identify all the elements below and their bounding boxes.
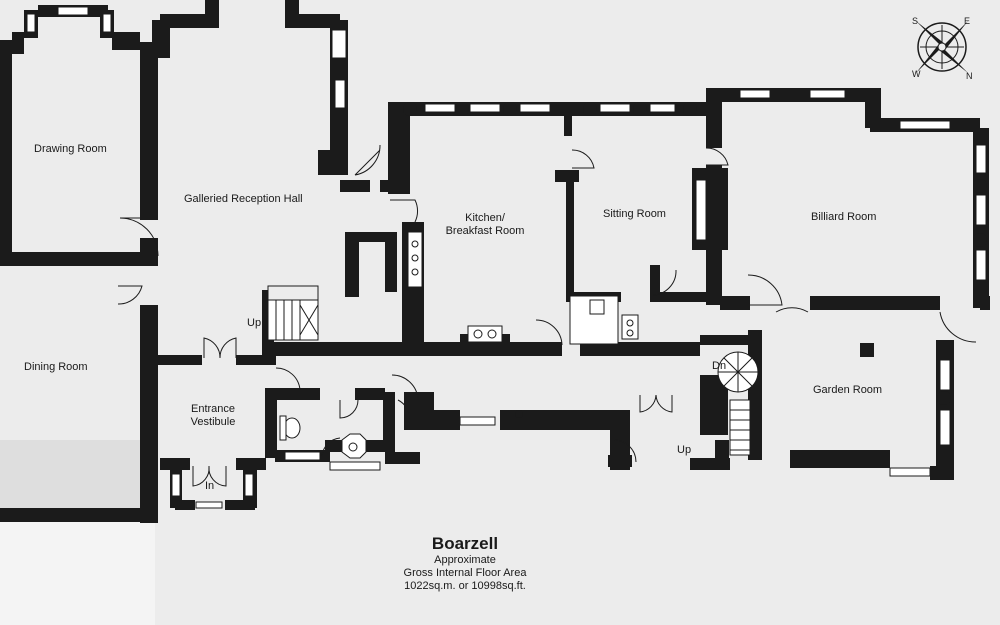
up-marker-right: Up [677,444,692,456]
room-label-drawing-room: Drawing Room [34,143,107,155]
property-name: Boarzell [431,534,499,553]
down-marker: Dn [712,360,727,372]
up-marker-left: Up [247,317,262,329]
entrance-label-line1: Entrance [190,403,236,415]
stairs [267,285,759,456]
kitchen-label-line2: Breakfast Room [445,225,525,237]
room-label-kitchen: Kitchen/ Breakfast Room [420,212,550,238]
kitchen-fixtures [279,231,639,459]
room-label-billiard-room: Billiard Room [811,211,877,223]
compass-icon [916,21,968,73]
area-value-label: 1022sq.m. or 10998sq.ft. [404,580,526,592]
door-swings [117,144,977,487]
kitchen-label-line1: Kitchen/ [465,212,505,224]
windows [26,6,987,509]
entrance-in-marker: In [205,480,215,492]
room-label-entrance-vestibule: Entrance Vestibule [178,403,248,429]
compass-s-label: S [912,16,919,26]
title-block: Boarzell Approximate Gross Internal Floo… [380,534,550,593]
entrance-label-line2: Vestibule [190,416,236,428]
room-label-galleried-reception-hall: Galleried Reception Hall [184,193,303,205]
compass-n-label: N [966,71,973,81]
window-posts [403,102,987,418]
room-label-sitting-room: Sitting Room [603,208,666,220]
room-label-garden-room: Garden Room [813,384,883,396]
compass-e-label: E [964,16,971,26]
area-type-label: Gross Internal Floor Area [403,567,527,579]
compass-w-label: W [912,69,921,79]
area-approx-label: Approximate [434,554,496,566]
room-label-dining-room: Dining Room [24,361,88,373]
